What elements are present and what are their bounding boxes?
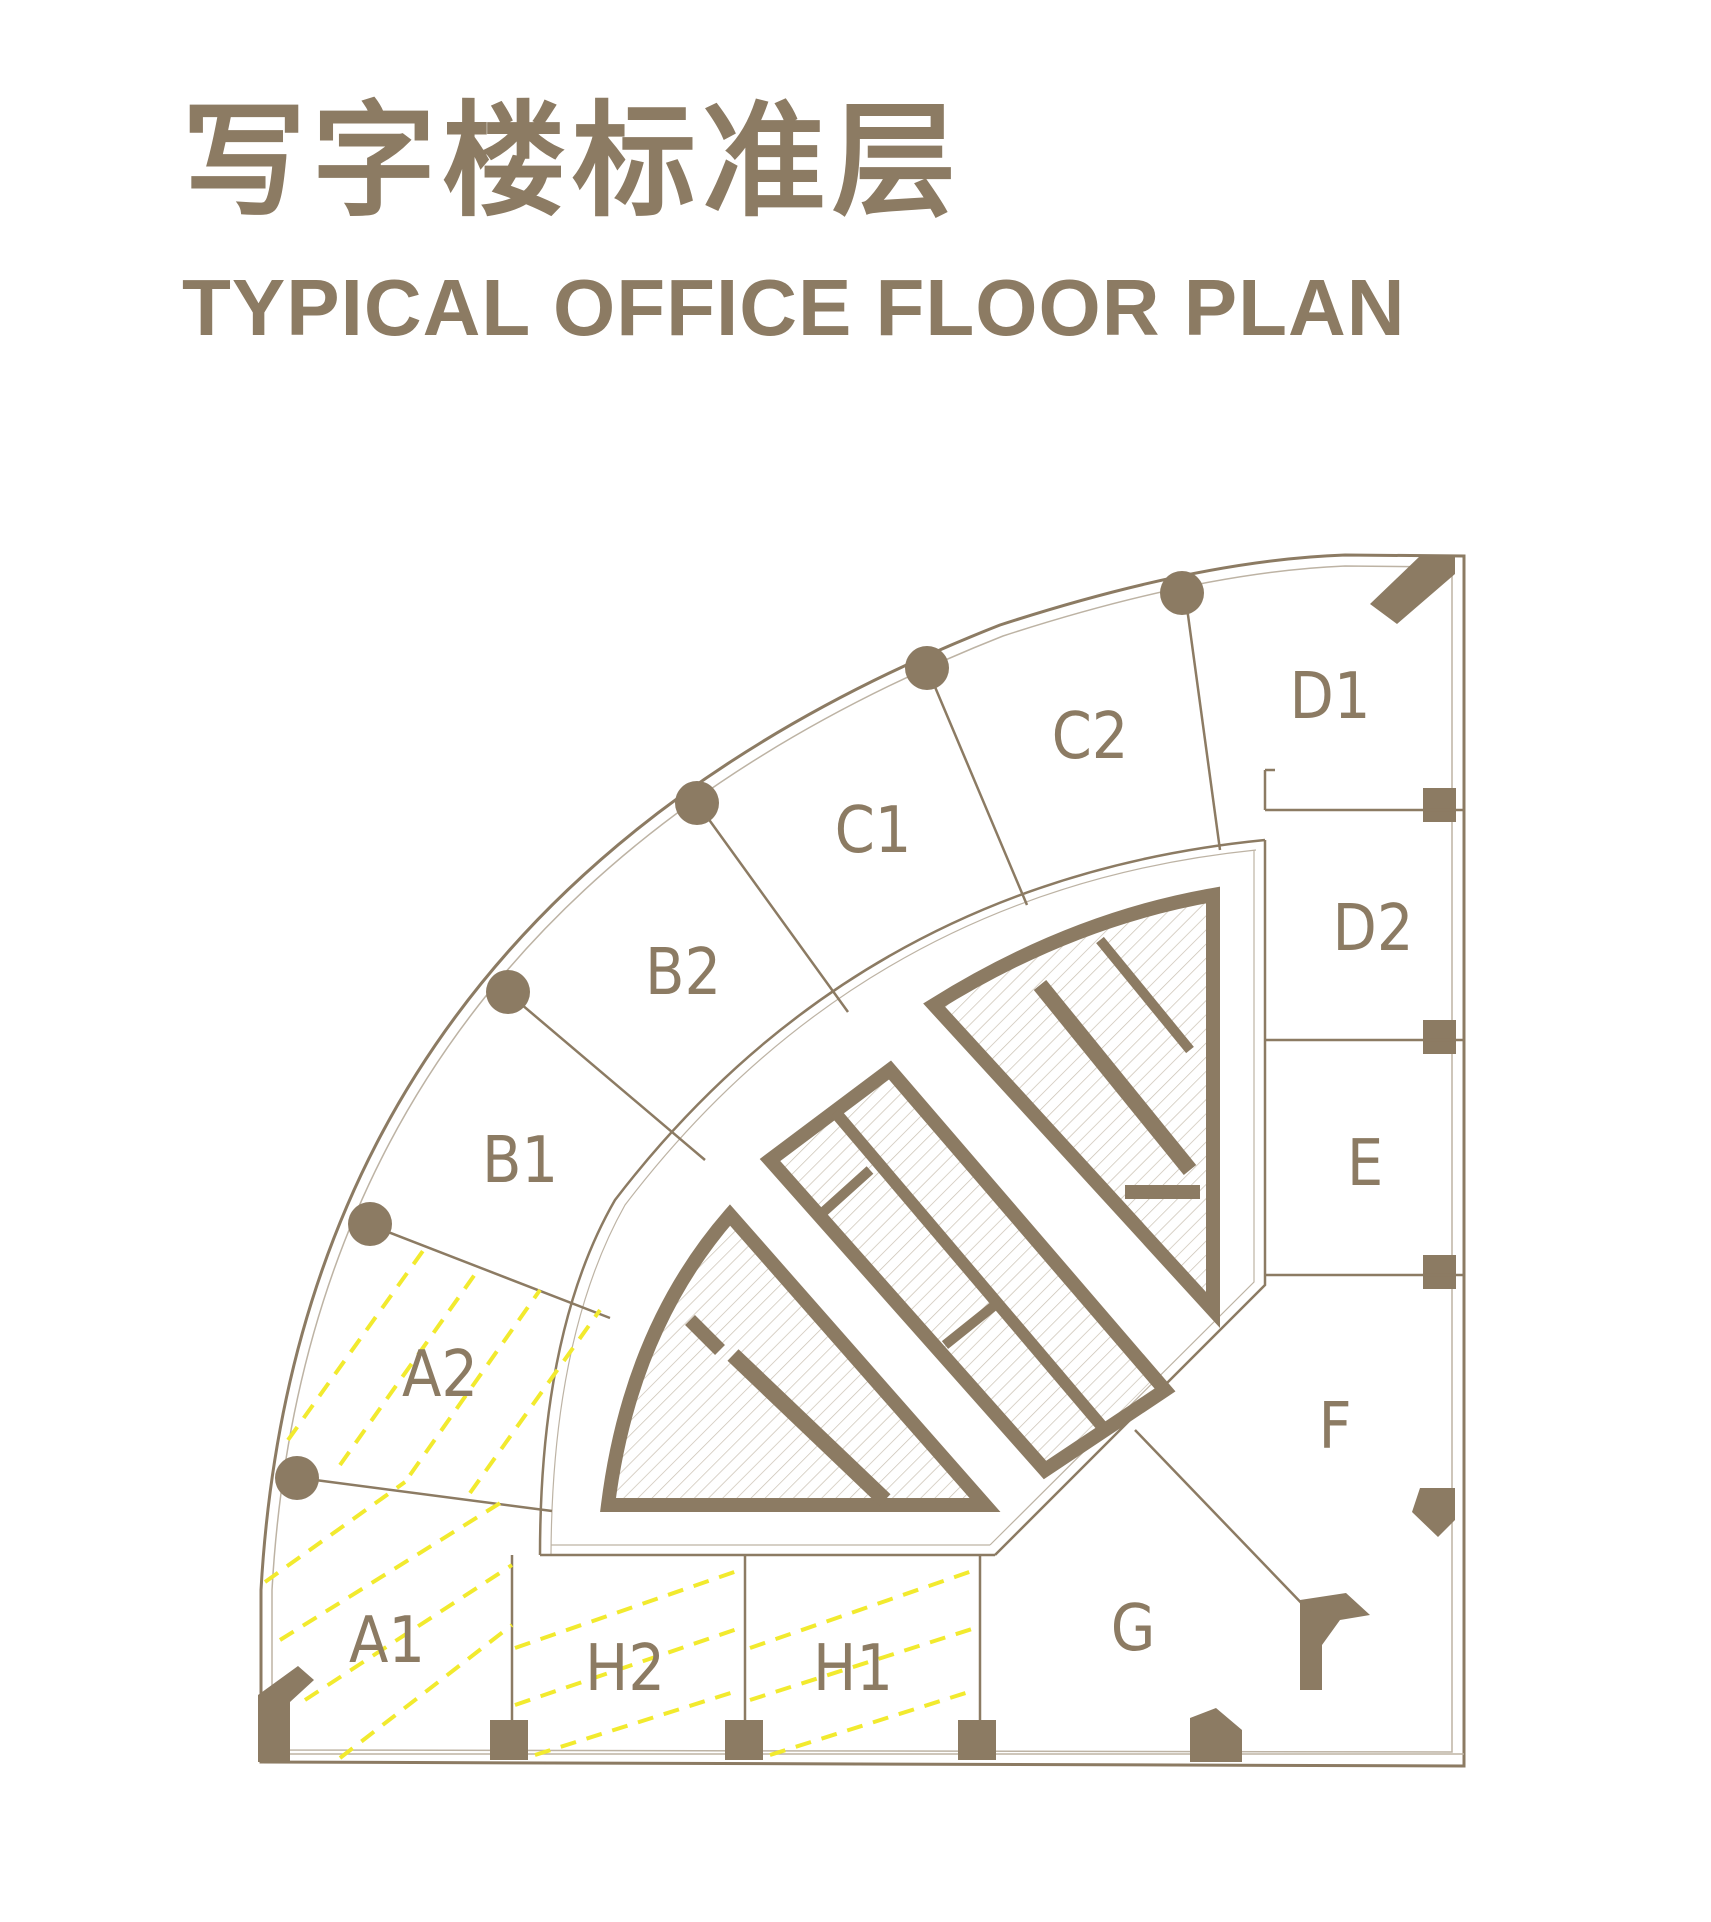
unit-label-h2: H2 [585, 1632, 665, 1706]
column-right-2 [1423, 1020, 1456, 1054]
highlight-zone-a1 [263, 1480, 514, 1760]
facade-column-3 [486, 970, 530, 1014]
facade-column-4 [675, 781, 719, 825]
column-bottom-3 [958, 1720, 996, 1760]
outer-envelope [259, 553, 1466, 1768]
facade-column-1 [275, 1456, 319, 1500]
page-title-english: TYPICAL OFFICE FLOOR PLAN [182, 263, 1406, 352]
facade-column-2 [348, 1202, 392, 1246]
pier-middle-right [1300, 1593, 1370, 1690]
unit-label-b2: B2 [645, 936, 721, 1010]
core-upper [923, 886, 1220, 1329]
page-title-chinese: 写字楼标准层 [182, 90, 963, 234]
unit-labels: A1 A2 B1 B2 C1 C2 D1 D2 E F G H1 H2 [349, 660, 1413, 1706]
corner-piers [258, 556, 1456, 1762]
unit-label-f: F [1318, 1390, 1351, 1464]
pier-bottom-left [258, 1666, 314, 1762]
unit-label-d2: D2 [1333, 892, 1414, 966]
unit-label-c1: C1 [835, 794, 912, 868]
column-right-3 [1423, 1255, 1456, 1289]
highlight-zone-h1 [749, 1568, 976, 1757]
core-middle [759, 1060, 1176, 1480]
unit-label-a2: A2 [402, 1338, 478, 1412]
unit-label-e: E [1347, 1127, 1383, 1201]
highlight-zone-h2 [514, 1568, 741, 1757]
highlight-zone-a2 [286, 1246, 602, 1495]
pier-top-right [1370, 556, 1455, 624]
unit-label-c2: C2 [1052, 700, 1129, 774]
core-lower [600, 1204, 1001, 1512]
pier-right [1412, 1488, 1455, 1537]
unit-label-a1: A1 [349, 1604, 425, 1678]
facade-column-5 [905, 646, 949, 690]
column-right-1 [1423, 788, 1456, 822]
facade-column-6 [1160, 571, 1204, 615]
column-bottom-2 [725, 1720, 763, 1760]
unit-label-g: G [1111, 1592, 1156, 1666]
unit-label-b1: B1 [482, 1124, 558, 1198]
column-bottom-1 [490, 1720, 528, 1760]
unit-label-d1: D1 [1290, 660, 1371, 734]
unit-partitions [299, 592, 1464, 1720]
facade-columns [275, 571, 1204, 1500]
pier-bottom-right [1190, 1708, 1242, 1762]
corridor [538, 838, 1267, 1557]
unit-label-h1: H1 [813, 1632, 893, 1706]
